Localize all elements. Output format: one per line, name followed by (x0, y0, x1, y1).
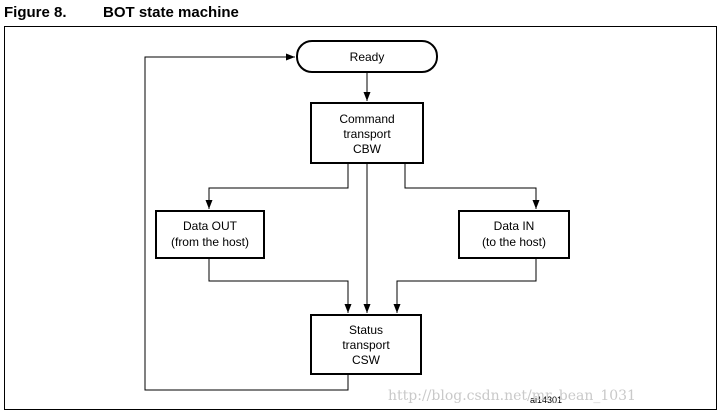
edge-data-in-to-status (393, 259, 537, 313)
state-command-label-2: transport (343, 127, 391, 141)
state-command-label-3: CBW (353, 142, 382, 156)
edge-command-to-data-in (404, 164, 540, 209)
figure-frame (4, 26, 717, 410)
watermark-text: http://blog.csdn.net/mr_bean_1031 (388, 388, 636, 404)
state-status-label-3: CSW (352, 353, 381, 367)
edge-data-out-to-status (208, 259, 352, 313)
state-data-in-label-1: Data IN (494, 219, 535, 233)
state-ready-label: Ready (350, 50, 385, 64)
state-status-transport: Status transport CSW (310, 314, 422, 375)
state-data-out-label-1: Data OUT (183, 219, 238, 233)
state-data-in-label-2: (to the host) (482, 235, 546, 249)
state-data-out: Data OUT (from the host) (155, 210, 265, 259)
figure-number: Figure 8. (4, 4, 67, 21)
state-data-in: Data IN (to the host) (458, 210, 570, 259)
state-status-label-2: transport (342, 338, 390, 352)
figure-reference-id: ai14301 (530, 395, 562, 405)
figure-title: BOT state machine (103, 4, 239, 21)
state-data-out-label-2: (from the host) (171, 235, 249, 249)
state-command-transport: Command transport CBW (310, 102, 424, 164)
figure-caption: Figure 8. BOT state machine (4, 3, 239, 23)
state-status-label-1: Status (349, 323, 383, 337)
edge-command-to-data-out (205, 164, 349, 209)
state-ready: Ready (296, 40, 438, 73)
state-command-label-1: Command (339, 112, 394, 126)
edge-status-to-ready (144, 53, 349, 391)
